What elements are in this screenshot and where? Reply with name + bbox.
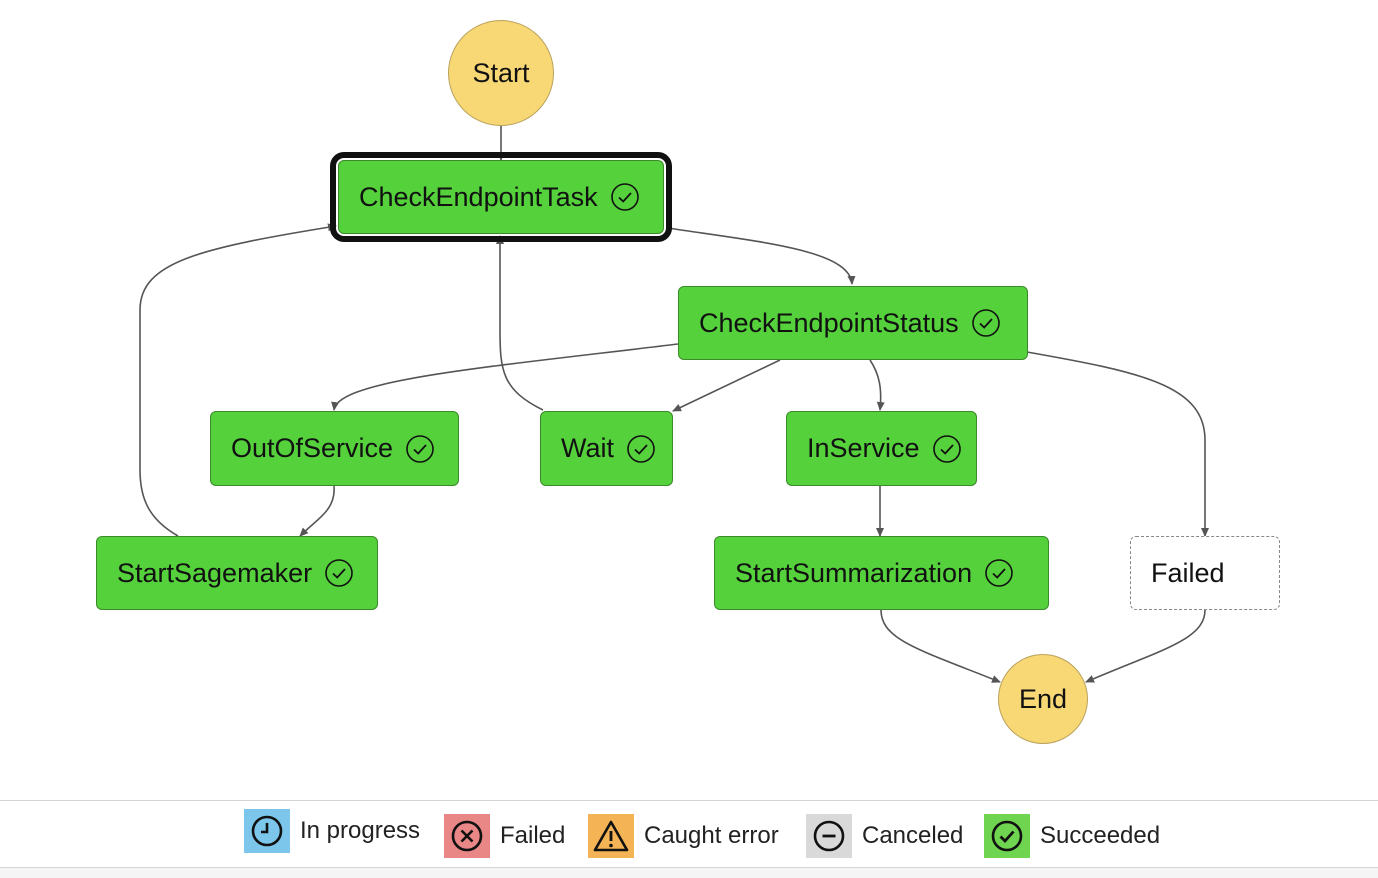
edge-failed-to-end bbox=[1085, 609, 1206, 683]
state-label: StartSummarization bbox=[735, 557, 973, 588]
start-node-label: Start bbox=[472, 57, 530, 88]
state-startsummarization[interactable]: StartSummarization bbox=[714, 536, 1049, 610]
state-inservice[interactable]: InService bbox=[786, 411, 977, 486]
edge-status-to-failed bbox=[1026, 351, 1209, 537]
edge-status-to-outofservice bbox=[331, 343, 679, 411]
legend-footer-strip bbox=[0, 868, 1378, 878]
legend-item-in-progress: In progress bbox=[244, 809, 420, 853]
graph-edges bbox=[139, 124, 1209, 683]
state-label: StartSagemaker bbox=[117, 557, 313, 588]
edge-startsummarization-to-end bbox=[880, 609, 1001, 683]
state-outofservice[interactable]: OutOfService bbox=[210, 411, 459, 486]
check-circle-icon bbox=[932, 434, 962, 464]
check-circle-icon bbox=[626, 434, 656, 464]
state-label: CheckEndpointTask bbox=[359, 181, 598, 212]
state-label: InService bbox=[807, 433, 920, 463]
state-checkendpointtask[interactable]: CheckEndpointTask bbox=[330, 152, 672, 242]
end-node[interactable]: End bbox=[998, 654, 1088, 744]
end-node-label: End bbox=[1018, 683, 1068, 714]
check-circle-icon bbox=[984, 814, 1030, 858]
minus-circle-icon bbox=[806, 814, 852, 858]
legend-label: Caught error bbox=[644, 822, 779, 849]
warning-triangle-icon bbox=[588, 814, 634, 858]
edge-wait-to-task bbox=[496, 235, 544, 411]
check-circle-icon bbox=[324, 558, 354, 588]
check-circle-icon bbox=[971, 308, 1001, 338]
state-startsagemaker[interactable]: StartSagemaker bbox=[96, 536, 378, 610]
start-node[interactable]: Start bbox=[448, 20, 554, 126]
check-circle-icon bbox=[984, 558, 1014, 588]
edge-startsagemaker-to-task bbox=[139, 223, 337, 537]
clock-icon bbox=[244, 809, 290, 853]
legend-label: Canceled bbox=[862, 822, 964, 849]
state-wait[interactable]: Wait bbox=[540, 411, 673, 486]
state-label: OutOfService bbox=[231, 433, 394, 463]
edge-task-to-status bbox=[667, 227, 856, 285]
state-label: Wait bbox=[561, 433, 614, 463]
check-circle-icon bbox=[405, 434, 435, 464]
edge-outofservice-to-startsagemaker bbox=[299, 485, 335, 537]
legend-item-canceled: Canceled bbox=[806, 814, 963, 858]
legend-item-caught-error: Caught error bbox=[588, 814, 779, 858]
state-label: CheckEndpointStatus bbox=[699, 307, 959, 338]
edge-status-to-wait bbox=[672, 359, 781, 412]
status-legend: In progress Failed Caught error Canceled… bbox=[0, 800, 1378, 869]
legend-item-succeeded: Succeeded bbox=[984, 814, 1160, 858]
x-circle-icon bbox=[444, 814, 490, 858]
state-checkendpointstatus[interactable]: CheckEndpointStatus bbox=[678, 286, 1028, 360]
state-label: Failed bbox=[1151, 557, 1225, 588]
check-circle-icon bbox=[610, 182, 640, 212]
legend-label: In progress bbox=[300, 817, 421, 844]
legend-item-failed: Failed bbox=[444, 814, 565, 858]
state-failed[interactable]: Failed bbox=[1130, 536, 1280, 610]
legend-label: Succeeded bbox=[1040, 822, 1161, 849]
state-machine-graph: Start CheckEndpointTask CheckEndpointSta… bbox=[96, 20, 1280, 744]
legend-label: Failed bbox=[500, 822, 566, 849]
edge-status-to-inservice bbox=[869, 359, 885, 411]
